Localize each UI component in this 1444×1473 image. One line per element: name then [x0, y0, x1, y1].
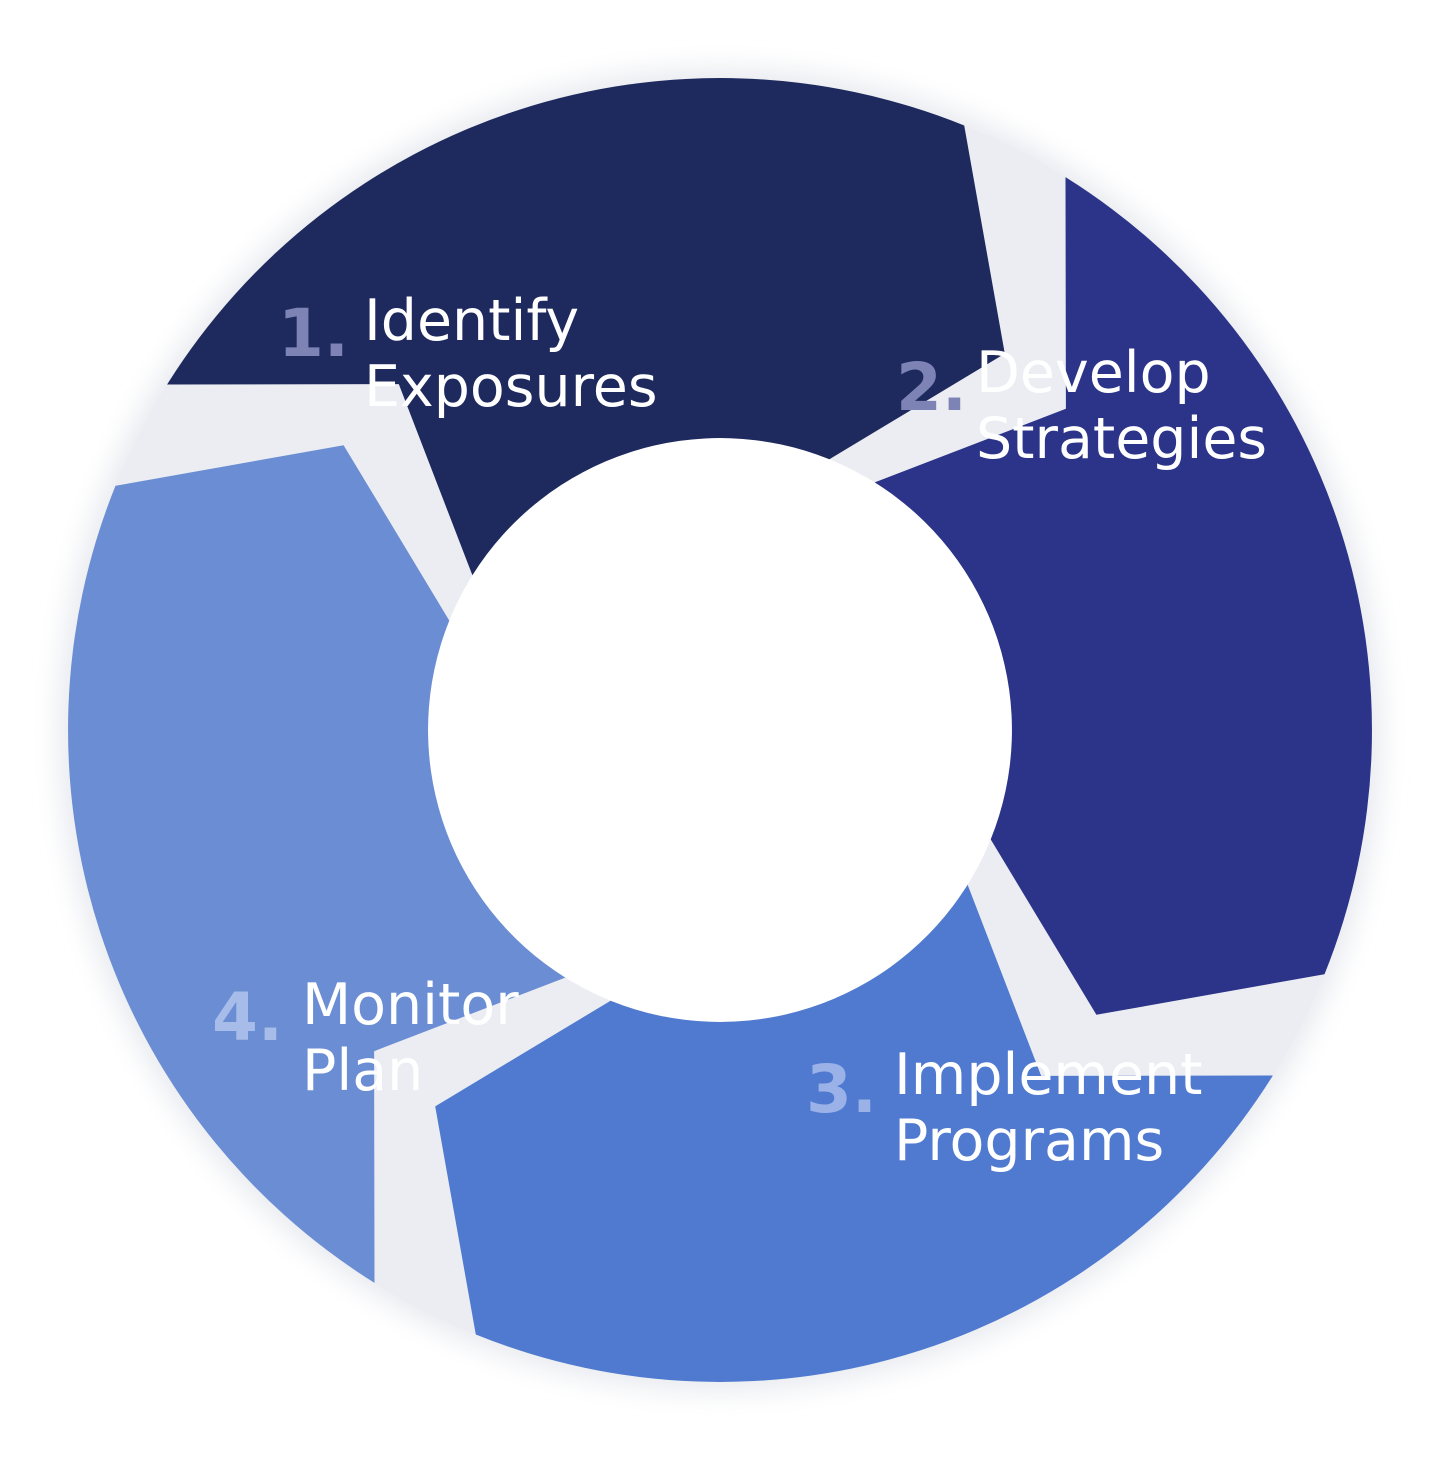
- step-4-segment: [68, 445, 566, 1283]
- step-2-text: 2. Develop Strategies: [896, 340, 1267, 472]
- step-1-segment: [167, 78, 1005, 576]
- ring-shadow: [60, 70, 1380, 1390]
- step-1-label-line2: Exposures: [364, 354, 658, 420]
- step-2-label-line1: Develop: [976, 340, 1211, 406]
- step-2-number: 2.: [896, 349, 967, 426]
- cycle-segments: [68, 78, 1372, 1382]
- step-4-number: 4.: [212, 979, 283, 1056]
- step-1-number: 1.: [278, 295, 349, 372]
- step-4-text: 4. Monitor Plan: [212, 972, 519, 1104]
- step-3-number: 3.: [806, 1051, 877, 1128]
- step-1-label-line1: Identify: [364, 288, 579, 354]
- step-2-label-line2: Strategies: [976, 406, 1267, 472]
- step-4-label-line1: Monitor: [302, 972, 519, 1038]
- step-3-text: 3. Implement Programs: [806, 1042, 1203, 1174]
- step-1-text: 1. Identify Exposures: [278, 288, 658, 420]
- step-3-label-line2: Programs: [894, 1108, 1164, 1174]
- step-2-segment: [874, 177, 1372, 1015]
- step-4-label-line2: Plan: [302, 1038, 423, 1104]
- step-3-segment: [435, 884, 1273, 1382]
- step-3-label-line1: Implement: [894, 1042, 1203, 1108]
